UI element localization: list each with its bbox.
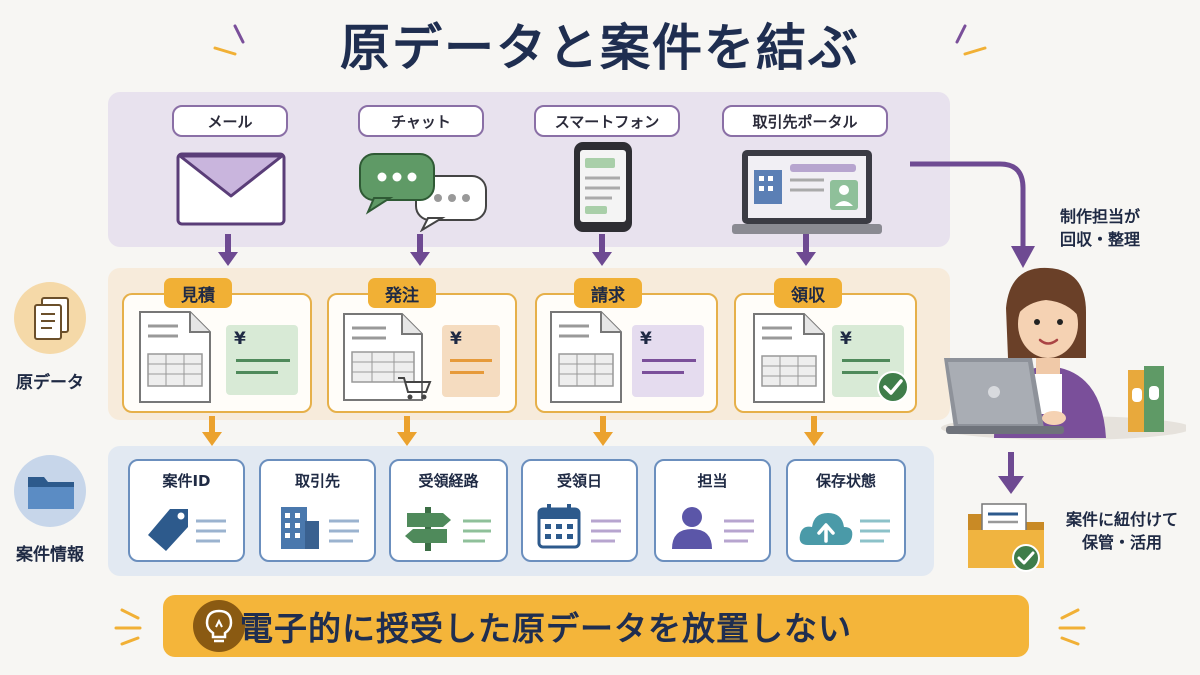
worker-at-laptop-illustration [941, 267, 1186, 440]
signpost-icon [405, 507, 491, 551]
raw-data-side-label: 原データ [16, 373, 84, 393]
document-icon [753, 313, 825, 403]
sparkle-bottom-right-icon [1058, 608, 1086, 646]
collect-arrow [910, 161, 1035, 268]
document-icon [550, 311, 622, 403]
message-banner [163, 595, 1029, 657]
building-icon [281, 507, 359, 549]
case-info-side-label: 案件情報 [16, 545, 84, 565]
envelope-icon [176, 152, 286, 226]
page-title: 原データと案件を結ぶ [340, 19, 860, 77]
lightbulb-icon-bg [193, 600, 245, 652]
source-portal-label: 取引先ポータル [722, 105, 888, 137]
tag-icon [148, 509, 226, 551]
sparkle-bottom-left-icon [114, 608, 142, 646]
raw-arrows [202, 416, 824, 446]
store-arrow [998, 452, 1024, 494]
yen-box-estimate: ¥ [226, 325, 298, 395]
case-info-side-icon-bg [14, 455, 86, 527]
folder-icon [28, 477, 74, 509]
message-banner-text: 電子的に授受した原データを放置しない [240, 609, 852, 648]
source-chat-label: チャット [358, 105, 484, 137]
case-field-route: 受領経路 [389, 459, 508, 562]
case-field-id: 案件ID [128, 459, 245, 562]
person-icon [672, 507, 754, 549]
sparkle-right-icon [955, 24, 987, 56]
document-icon [139, 311, 211, 403]
laptop-portal-icon [732, 150, 882, 234]
raw-tag-receipt: 領収 [774, 278, 842, 308]
sparkle-left-icon [213, 24, 245, 56]
document-cart-icon [343, 313, 432, 401]
case-field-client: 取引先 [259, 459, 376, 562]
store-note: 案件に紐付けて 保管・活用 [1065, 510, 1178, 553]
collect-note: 制作担当が 回収・整理 [1059, 207, 1140, 250]
check-icon [877, 371, 909, 403]
source-smartphone-label: スマートフォン [534, 105, 680, 137]
raw-tag-order: 発注 [368, 278, 436, 308]
case-field-status: 保存状態 [786, 459, 906, 562]
raw-tag-invoice: 請求 [574, 278, 642, 308]
raw-data-side-icon-bg [14, 282, 86, 354]
source-arrows [218, 234, 816, 266]
cloud-upload-icon [799, 513, 890, 545]
yen-box-invoice: ¥ [632, 325, 704, 397]
calendar-icon [537, 504, 621, 549]
lightbulb-icon [205, 609, 233, 643]
yen-box-order: ¥ [442, 325, 500, 397]
smartphone-icon [574, 142, 632, 232]
source-mail-label: メール [172, 105, 288, 137]
case-field-owner: 担当 [654, 459, 771, 562]
documents-icon [34, 297, 69, 340]
archive-folder-icon [968, 503, 1044, 572]
chat-bubbles-icon [359, 153, 487, 232]
raw-tag-estimate: 見積 [164, 278, 232, 308]
case-field-date: 受領日 [521, 459, 638, 562]
